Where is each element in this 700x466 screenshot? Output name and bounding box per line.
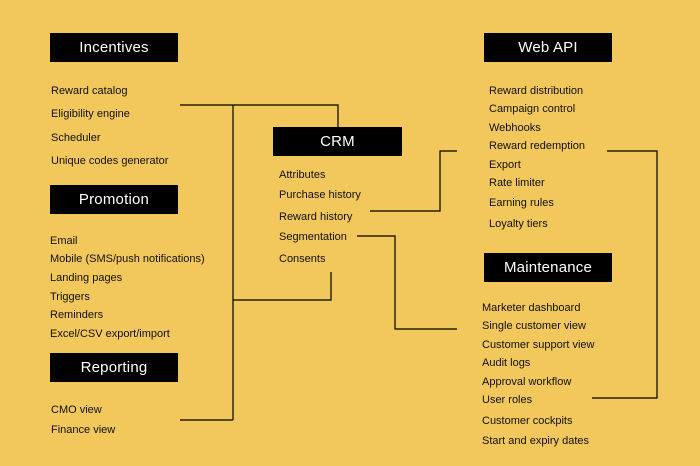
incentives-item: Eligibility engine — [51, 108, 130, 120]
maintenance-item: Audit logs — [482, 357, 531, 369]
web-api-item: Campaign control — [489, 103, 576, 115]
incentives-item: Unique codes generator — [51, 155, 169, 167]
promotion-item: Email — [50, 235, 78, 247]
maintenance-item: Start and expiry dates — [482, 435, 590, 447]
promotion-item: Reminders — [50, 309, 104, 321]
maintenance-item: Approval workflow — [482, 376, 572, 388]
web-api-item: Rate limiter — [489, 177, 545, 189]
web-api-item: Loyalty tiers — [489, 218, 548, 230]
promotion-item: Landing pages — [50, 272, 123, 284]
connector-incentives-crm — [180, 104, 339, 128]
web-api-item: Reward redemption — [489, 140, 585, 152]
maintenance-item: Single customer view — [482, 320, 586, 332]
incentives-item: Scheduler — [51, 132, 101, 144]
incentives-header: Incentives — [50, 33, 178, 62]
incentives-item: Reward catalog — [51, 85, 128, 97]
web-api-item: Earning rules — [489, 197, 554, 209]
crm-item: Attributes — [279, 169, 326, 181]
connector-rewardhistory-redemption — [370, 150, 457, 212]
maintenance-item: User roles — [482, 394, 533, 406]
maintenance-item: Customer support view — [482, 339, 595, 351]
reporting-header: Reporting — [50, 353, 178, 382]
web-api-item: Reward distribution — [489, 85, 584, 97]
web-api-item: Webhooks — [489, 122, 541, 134]
connector-segmentation-maintenance — [357, 235, 457, 330]
crm-header: CRM — [273, 127, 402, 156]
connector-webapi-maintenance — [592, 150, 658, 399]
reporting-item: Finance view — [51, 424, 116, 436]
connector-promotion-consents — [233, 272, 332, 301]
web-api-item: Export — [489, 159, 521, 171]
crm-item: Consents — [279, 253, 326, 265]
crm-item: Segmentation — [279, 231, 347, 243]
promotion-item: Mobile (SMS/push notifications) — [50, 253, 205, 265]
promotion-item: Triggers — [50, 291, 90, 303]
maintenance-header: Maintenance — [484, 253, 612, 282]
reporting-item: CMO view — [51, 404, 102, 416]
web-api-header: Web API — [484, 33, 612, 62]
promotion-header: Promotion — [50, 185, 178, 214]
crm-item: Purchase history — [279, 189, 361, 201]
promotion-item: Excel/CSV export/import — [50, 328, 170, 340]
crm-item: Reward history — [279, 211, 353, 223]
maintenance-item: Customer cockpits — [482, 415, 573, 427]
maintenance-item: Marketer dashboard — [482, 302, 581, 314]
